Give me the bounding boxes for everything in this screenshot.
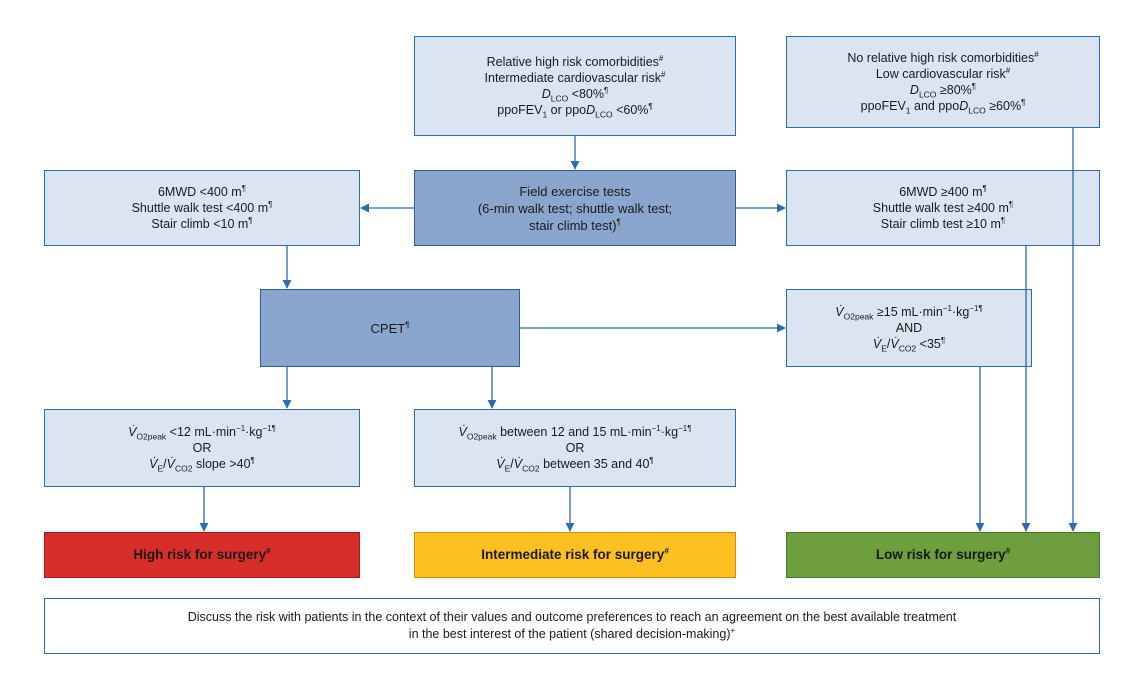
text-line: V̇O2peak between 12 and 15 mL·min−1·kg−1… bbox=[458, 423, 692, 442]
text-line: stair climb test)¶ bbox=[529, 217, 621, 233]
box-cpet-good-result: V̇O2peak ≥15 mL·min−1·kg−1¶ AND V̇E/V̇CO… bbox=[786, 289, 1032, 367]
text-line: V̇E/V̇CO2 between 35 and 40¶ bbox=[496, 455, 654, 474]
box-cpet-poor-result: V̇O2peak <12 mL·min−1·kg−1¶ OR V̇E/V̇CO2… bbox=[44, 409, 360, 487]
text-line: CPET¶ bbox=[370, 320, 410, 336]
text-line: V̇E/V̇CO2 <35¶ bbox=[872, 335, 946, 354]
text-line: OR bbox=[192, 441, 212, 455]
text-line: Shuttle walk test <400 m¶ bbox=[131, 199, 273, 215]
text-line: V̇O2peak <12 mL·min−1·kg−1¶ bbox=[128, 423, 276, 442]
text-line: 6MWD <400 m¶ bbox=[157, 183, 246, 199]
text-line: 6MWD ≥400 m¶ bbox=[899, 183, 987, 199]
text-line: Intermediate risk for surgery# bbox=[481, 546, 669, 562]
text-line: DLCO ≥80%¶ bbox=[909, 81, 977, 100]
text-line: OR bbox=[565, 441, 585, 455]
text-line: Stair climb <10 m¶ bbox=[151, 215, 253, 231]
text-line: in the best interest of the patient (sha… bbox=[408, 625, 736, 641]
text-line: Field exercise tests bbox=[519, 183, 631, 199]
text-line: DLCO <80%¶ bbox=[541, 85, 609, 104]
box-field-test-low-performance: 6MWD <400 m¶ Shuttle walk test <400 m¶ S… bbox=[44, 170, 360, 246]
text-line: Low cardiovascular risk# bbox=[875, 65, 1011, 81]
text-line: Shuttle walk test ≥400 m¶ bbox=[872, 199, 1014, 215]
text-line: V̇O2peak ≥15 mL·min−1·kg−1¶ bbox=[835, 303, 983, 322]
box-low-risk-for-surgery: Low risk for surgery# bbox=[786, 532, 1100, 578]
box-high-risk-comorbidities: Relative high risk comorbidities# Interm… bbox=[414, 36, 736, 136]
box-cpet-intermediate-result: V̇O2peak between 12 and 15 mL·min−1·kg−1… bbox=[414, 409, 736, 487]
text-line: Low risk for surgery# bbox=[875, 546, 1011, 562]
box-cpet: CPET¶ bbox=[260, 289, 520, 367]
text-line: ppoFEV1 and ppoDLCO ≥60%¶ bbox=[860, 97, 1026, 116]
text-line: AND bbox=[895, 321, 923, 335]
box-intermediate-risk-for-surgery: Intermediate risk for surgery# bbox=[414, 532, 736, 578]
box-high-risk-for-surgery: High risk for surgery# bbox=[44, 532, 360, 578]
text-line: Relative high risk comorbidities# bbox=[486, 53, 664, 69]
box-shared-decision-making: Discuss the risk with patients in the co… bbox=[44, 598, 1100, 654]
text-line: High risk for surgery# bbox=[133, 546, 271, 562]
text-line: ppoFEV1 or ppoDLCO <60%¶ bbox=[497, 101, 653, 120]
text-line: V̇E/V̇CO2 slope >40¶ bbox=[149, 455, 255, 474]
text-line: Stair climb test ≥10 m¶ bbox=[880, 215, 1006, 231]
box-no-high-risk-comorbidities: No relative high risk comorbidities# Low… bbox=[786, 36, 1100, 128]
box-field-test-high-performance: 6MWD ≥400 m¶ Shuttle walk test ≥400 m¶ S… bbox=[786, 170, 1100, 246]
text-line: Discuss the risk with patients in the co… bbox=[187, 610, 957, 624]
text-line: (6-min walk test; shuttle walk test; bbox=[477, 200, 673, 216]
text-line: Intermediate cardiovascular risk# bbox=[484, 69, 666, 85]
text-line: No relative high risk comorbidities# bbox=[847, 49, 1039, 65]
box-field-exercise-tests: Field exercise tests (6-min walk test; s… bbox=[414, 170, 736, 246]
